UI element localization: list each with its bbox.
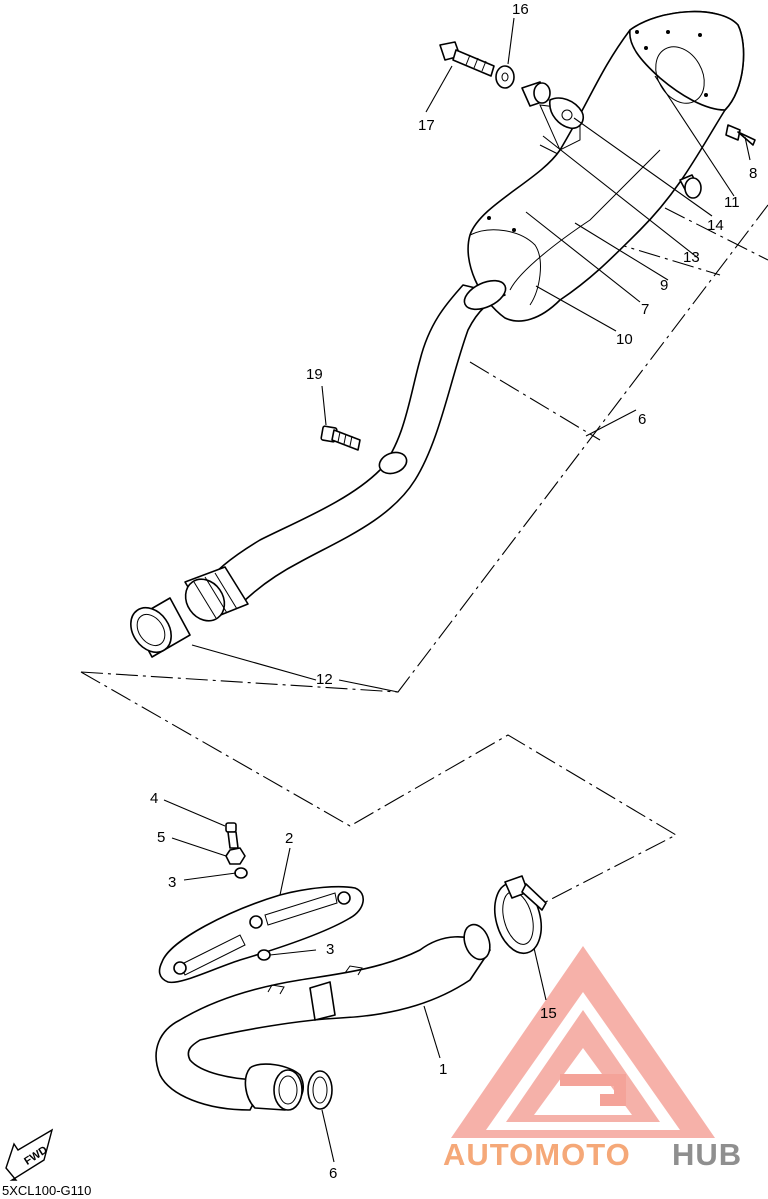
watermark-text-hub: HUB — [672, 1137, 742, 1172]
callout-9: 8 — [749, 165, 757, 182]
callout-12: 11 — [724, 194, 740, 211]
callout-3-upper: 3 — [168, 874, 176, 891]
bolt-19 — [320, 425, 361, 451]
callout-3-lower: 3 — [326, 941, 334, 958]
callout-5: 5 — [157, 829, 165, 846]
exhaust-header-pipe — [155, 923, 491, 1111]
leader-lines — [163, 17, 751, 1163]
callout-19: 19 — [306, 366, 323, 383]
washer-3-lower — [257, 949, 271, 961]
callout-13: 12 — [316, 671, 333, 688]
diagram-code: 5XCL100-G110 — [2, 1183, 91, 1198]
callout-15: 14 — [707, 217, 724, 234]
callout-11: 10 — [616, 331, 633, 348]
gasket-6 — [307, 1070, 333, 1110]
callout-17: 16 — [512, 1, 529, 18]
callout-16: 15 — [540, 1005, 557, 1022]
exhaust-pipe-upper — [184, 279, 507, 622]
watermark-text-auto-moto: AUTOMOTO — [443, 1137, 631, 1172]
screw-9 — [725, 124, 756, 146]
bolt-18 — [439, 41, 495, 77]
callout-18: 17 — [418, 117, 435, 134]
washer-17 — [495, 65, 515, 89]
callout-7: 6 — [638, 411, 646, 428]
muffler-assembly — [467, 10, 745, 322]
callout-10: 9 — [660, 277, 668, 294]
fwd-arrow-icon: FWD — [5, 1128, 54, 1181]
heat-protector-2 — [158, 885, 364, 984]
collar — [521, 81, 551, 107]
bolt-4 — [225, 822, 239, 849]
assembly-group-outline-upper — [80, 144, 768, 911]
callout-6: 6 — [329, 1165, 337, 1182]
callout-2: 2 — [285, 830, 293, 847]
nut-5 — [225, 847, 246, 865]
callout-14: 13 — [683, 249, 700, 266]
gasket-13 — [130, 597, 191, 658]
watermark-logo — [451, 946, 715, 1138]
callout-4: 4 — [150, 790, 158, 807]
callout-1: 1 — [439, 1061, 447, 1078]
clamp-16 — [493, 875, 547, 955]
callout-8: 7 — [641, 301, 649, 318]
grommet-15 — [679, 174, 702, 199]
washer-3-upper — [234, 867, 248, 879]
